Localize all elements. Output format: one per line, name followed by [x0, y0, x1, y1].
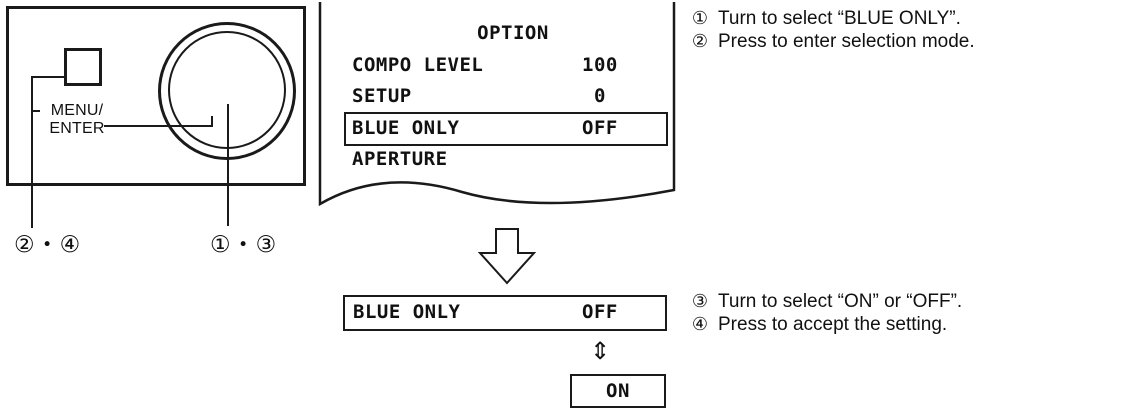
menu-row-blue-only-value: OFF — [582, 117, 618, 139]
selection-alternate-value: ON — [606, 380, 630, 402]
step-text: Turn to select “BLUE ONLY”. — [718, 8, 961, 29]
menu-enter-button[interactable] — [64, 48, 102, 86]
toggle-updown-arrow-icon: ⇕ — [590, 337, 611, 365]
leader-button-to-callout — [31, 76, 66, 228]
menu-row-aperture-label: APERTURE — [352, 148, 448, 170]
step-number: ② — [691, 31, 709, 52]
control-panel — [6, 6, 306, 186]
step-text: Press to enter selection mode. — [718, 31, 975, 52]
instruction-step-1: ① Turn to select “BLUE ONLY”. — [690, 8, 961, 30]
menu-row-blue-only-highlight[interactable] — [344, 112, 668, 146]
selection-item-label: BLUE ONLY — [353, 301, 461, 323]
step-number: ③ — [691, 291, 709, 312]
instruction-step-3: ③ Turn to select “ON” or “OFF”. — [690, 291, 962, 313]
leader-lines — [31, 76, 229, 228]
instruction-step-4: ④ Press to accept the setting. — [690, 314, 947, 336]
step-text: Turn to select “ON” or “OFF”. — [718, 291, 963, 312]
menu-row-setup-label: SETUP — [352, 85, 412, 107]
selection-row-box[interactable] — [343, 295, 667, 331]
callout-steps-2-4: ②・④ — [14, 232, 82, 258]
instruction-step-2: ② Press to enter selection mode. — [690, 31, 975, 53]
down-arrow-icon — [477, 228, 537, 285]
screen-title: OPTION — [477, 22, 549, 44]
menu-row-compo-level-value: 100 — [582, 54, 618, 76]
callout-steps-1-3: ①・③ — [210, 232, 278, 258]
menu-row-setup-value: 0 — [594, 85, 606, 107]
menu-row-blue-only-label: BLUE ONLY — [352, 117, 460, 139]
selection-current-value: OFF — [582, 301, 618, 323]
step-text: Press to accept the setting. — [718, 314, 948, 335]
step-number: ④ — [691, 314, 709, 335]
menu-row-compo-level-label: COMPO LEVEL — [352, 54, 484, 76]
selection-alternate-box[interactable] — [570, 374, 666, 408]
leader-label-to-knob — [104, 116, 213, 127]
option-screen-frame — [318, 2, 676, 207]
step-number: ① — [691, 8, 709, 29]
menu-enter-label: MENU/ ENTER — [49, 102, 105, 137]
